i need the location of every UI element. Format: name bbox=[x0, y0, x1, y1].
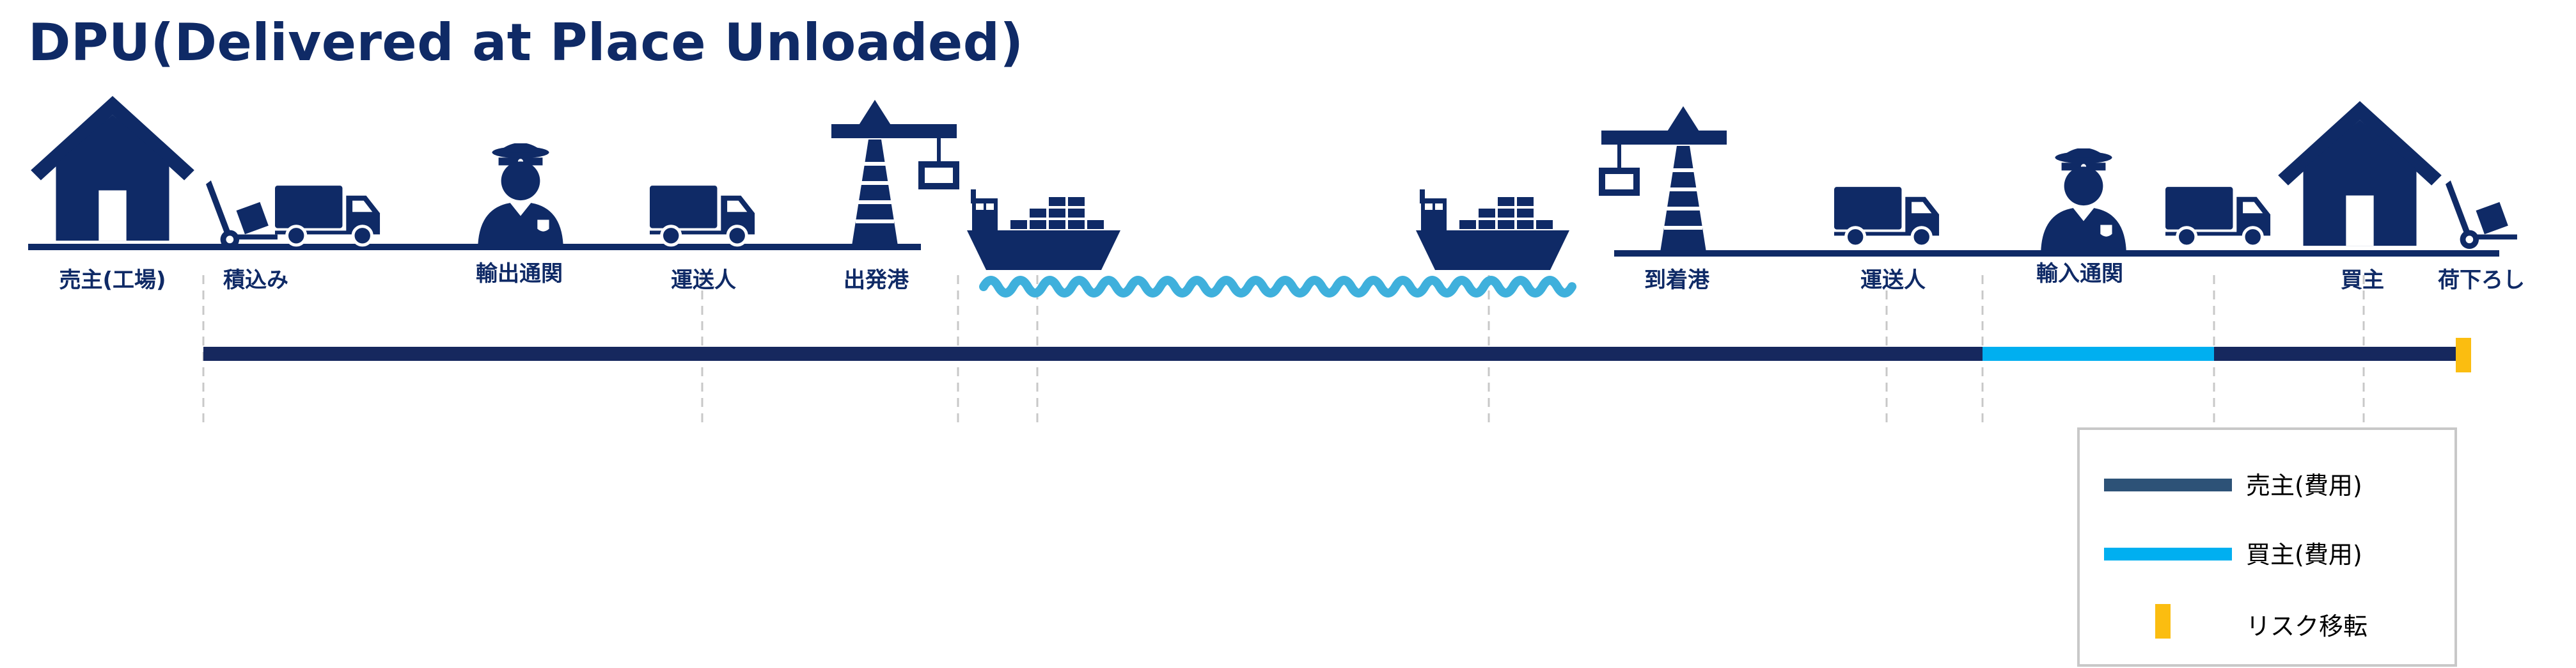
sea-wave bbox=[979, 276, 1576, 298]
label-carrier-1: 運送人 bbox=[671, 267, 736, 293]
factory-icon bbox=[31, 96, 194, 241]
buyer-warehouse-icon bbox=[2278, 101, 2442, 246]
truck-icon bbox=[275, 186, 380, 245]
label-seller-factory: 売主(工場) bbox=[59, 267, 166, 293]
truck-icon bbox=[650, 186, 755, 245]
legend-label-seller: 売主(費用) bbox=[2246, 472, 2362, 500]
label-carrier-2: 運送人 bbox=[1860, 267, 1926, 293]
customs-officer-icon bbox=[478, 143, 563, 247]
seller-cost-segment bbox=[2214, 347, 2456, 361]
buyer-cost-segment bbox=[1983, 347, 2214, 361]
truck-icon bbox=[1834, 187, 1939, 246]
label-departure-port: 出発港 bbox=[844, 267, 909, 293]
label-import-clearance: 輸入通関 bbox=[2036, 261, 2123, 287]
ship-icon bbox=[1416, 189, 1569, 270]
ship-icon bbox=[967, 189, 1120, 270]
hand-truck-icon bbox=[206, 180, 278, 250]
cost-responsibility-bar bbox=[203, 338, 2471, 372]
label-export-clearance: 輸出通関 bbox=[476, 261, 563, 287]
hand-truck-icon bbox=[2446, 180, 2517, 250]
label-loading: 積込み bbox=[223, 267, 288, 293]
legend-swatch-buyer bbox=[2104, 548, 2232, 561]
legend-label-buyer: 買主(費用) bbox=[2246, 541, 2362, 569]
risk-transfer-marker bbox=[2456, 338, 2471, 372]
legend-swatch-seller bbox=[2104, 479, 2232, 491]
truck-icon bbox=[2165, 187, 2270, 246]
legend-box bbox=[2077, 427, 2457, 667]
label-unloading: 荷下ろし bbox=[2438, 267, 2525, 293]
port-crane-icon bbox=[831, 100, 959, 246]
legend-swatch-risk bbox=[2155, 604, 2171, 639]
page-title: DPU(Delivered at Place Unloaded) bbox=[28, 13, 1024, 72]
label-buyer: 買主 bbox=[2341, 267, 2384, 293]
seller-cost-segment bbox=[203, 347, 1983, 361]
customs-officer-icon bbox=[2041, 148, 2126, 252]
legend: 売主(費用) 買主(費用) リスク移転 bbox=[2077, 427, 2457, 667]
label-arrival-port: 到着港 bbox=[1644, 267, 1709, 293]
port-crane-icon bbox=[1599, 106, 1727, 252]
legend-label-risk: リスク移転 bbox=[2246, 612, 2368, 640]
